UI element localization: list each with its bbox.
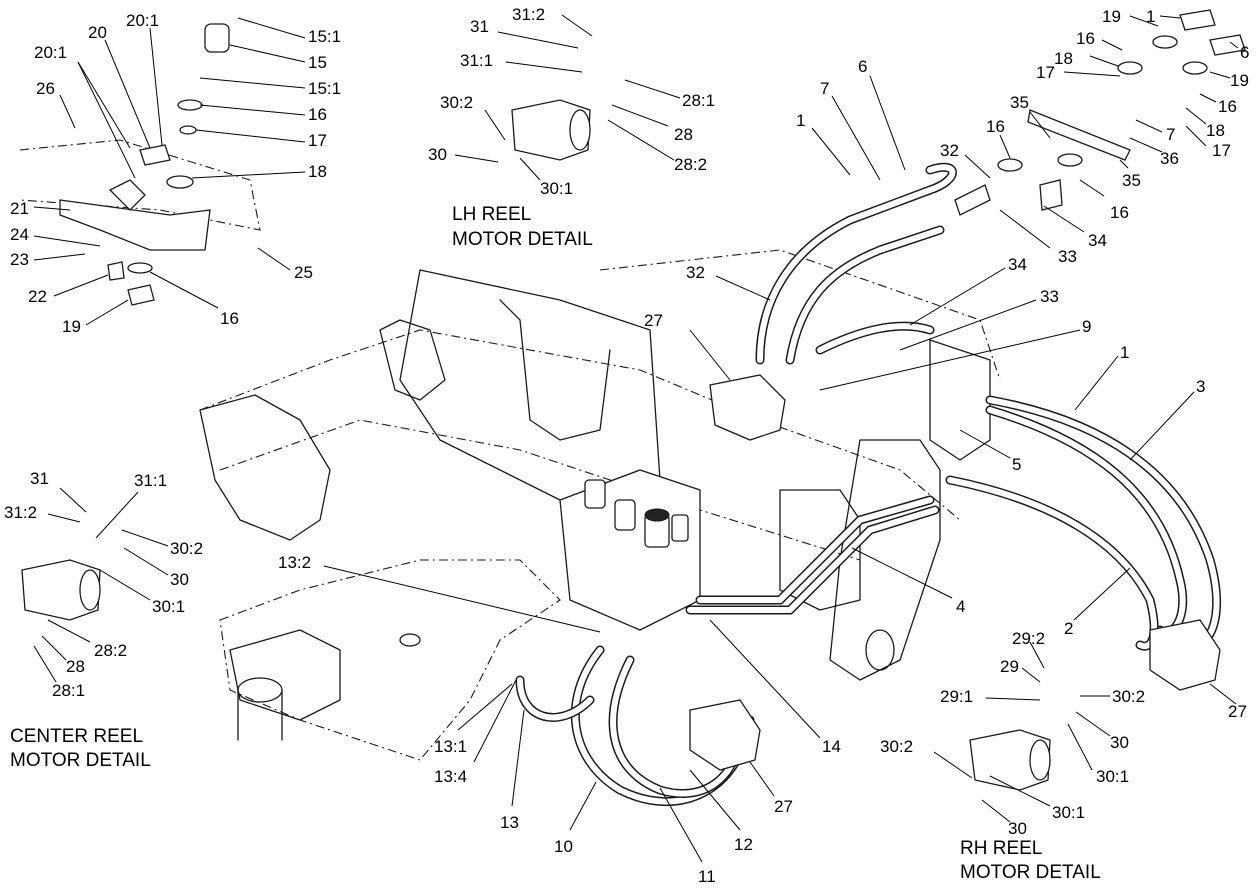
center-detail-caption-line2: MOTOR DETAIL [10,750,151,771]
callout-label: 30:1 [152,597,185,616]
callout-label: 30:2 [880,737,913,756]
center-detail-caption-line1: CENTER REEL [10,726,143,747]
callout-label: 30 [1110,733,1129,752]
callout-label: 9 [1082,317,1091,336]
callout-label: 36 [1160,149,1179,168]
lh-detail-caption-line2: MOTOR DETAIL [452,229,593,250]
callout-label: 28 [66,657,85,676]
callout-label: 16 [1110,203,1129,222]
callout-label: 28 [674,125,693,144]
callout-label: 30:1 [1052,803,1085,822]
callout-label: 16 [1218,97,1237,116]
callout-label: 16 [220,309,239,328]
callout-label: 28:2 [94,641,127,660]
callout-label: 27 [1228,702,1247,721]
callout-label: 6 [1240,43,1249,62]
callout-label: 25 [294,263,313,282]
callout-label: 31:1 [134,471,167,490]
callout-label: 4 [956,597,965,616]
callout-label: 30 [170,570,189,589]
callout-label: 30 [1008,819,1027,838]
callout-label: 34 [1008,255,1027,274]
callout-label: 27 [644,311,663,330]
callout-label: 30 [428,145,447,164]
main-frame-assembly [199,249,1001,761]
callout-label: 13:1 [434,737,467,756]
rh-detail-caption-line1: RH REEL [960,838,1042,859]
callout-label: 33 [1058,247,1077,266]
callout-label: 26 [36,79,55,98]
callout-label: 19 [1230,71,1249,90]
callout-label: 33 [1040,287,1059,306]
callouts: 26 20:1 20 20:1 15:1 15 15:1 16 17 18 21… [4,5,1249,886]
callout-label: 18 [1054,49,1073,68]
callout-label: 21 [10,199,29,218]
callout-label: 18 [1206,121,1225,140]
callout-label: 24 [10,225,29,244]
callout-label: 16 [1076,29,1095,48]
lh-detail-caption-line1: LH REEL [452,204,531,225]
callout-label: 17 [1036,63,1055,82]
callout-label: 28:1 [52,681,85,700]
callout-label: 22 [28,287,47,306]
callout-label: 28:2 [674,155,707,174]
callout-label: 18 [308,162,327,181]
reel-motors [21,99,1221,791]
callout-label: 15:1 [308,27,341,46]
callout-label: 13:4 [434,767,467,786]
callout-label: 10 [554,837,573,856]
callout-label: 15 [308,53,327,72]
callout-label: 32 [940,141,959,160]
callout-label: 6 [858,57,867,76]
callout-label: 30:2 [440,93,473,112]
callout-label: 28:1 [682,91,715,110]
callout-label: 14 [822,737,841,756]
callout-label: 32 [686,263,705,282]
callout-label: 20:1 [34,43,67,62]
callout-label: 23 [10,250,29,269]
fittings-and-bracket-detail [19,9,1246,306]
callout-label: 1 [796,111,805,130]
callout-label: 31 [470,17,489,36]
rh-detail-caption-line2: MOTOR DETAIL [960,862,1101,883]
callout-label: 16 [308,105,327,124]
callout-label: 31:1 [460,51,493,70]
callout-label: 20 [88,23,107,42]
callout-label: 20:1 [126,11,159,30]
callout-label: 16 [986,117,1005,136]
callout-label: 35 [1122,171,1141,190]
callout-label: 12 [734,835,753,854]
callout-label: 11 [698,867,716,886]
callout-label: 5 [1012,455,1021,474]
callout-label: 31:2 [4,503,37,522]
callout-label: 35 [1010,93,1029,112]
callout-label: 3 [1196,377,1205,396]
callout-label: 17 [308,131,327,150]
callout-label: 19 [1102,7,1121,26]
callout-label: 1 [1146,7,1155,26]
callout-label: 13:2 [278,553,311,572]
callout-label: 19 [62,317,81,336]
callout-label: 30:1 [1096,767,1129,786]
callout-label: 13 [500,813,519,832]
callout-label: 31:2 [512,5,545,24]
callout-label: 27 [774,797,793,816]
callout-label: 34 [1088,231,1107,250]
callout-label: 7 [1166,125,1175,144]
callout-label: 31 [30,469,49,488]
callout-label: 15:1 [308,79,341,98]
callout-label: 7 [820,79,829,98]
callout-label: 30:2 [170,539,203,558]
callout-label: 30:1 [540,179,573,198]
callout-label: 29:2 [1012,629,1045,648]
callout-label: 30:2 [1112,687,1145,706]
callout-label: 1 [1120,343,1129,362]
callout-label: 17 [1212,141,1231,160]
callout-label: 29 [1000,657,1019,676]
detail-captions: LH REEL MOTOR DETAIL CENTER REEL MOTOR D… [10,204,1101,883]
callout-label: 29:1 [940,687,973,706]
callout-label: 2 [1064,619,1073,638]
